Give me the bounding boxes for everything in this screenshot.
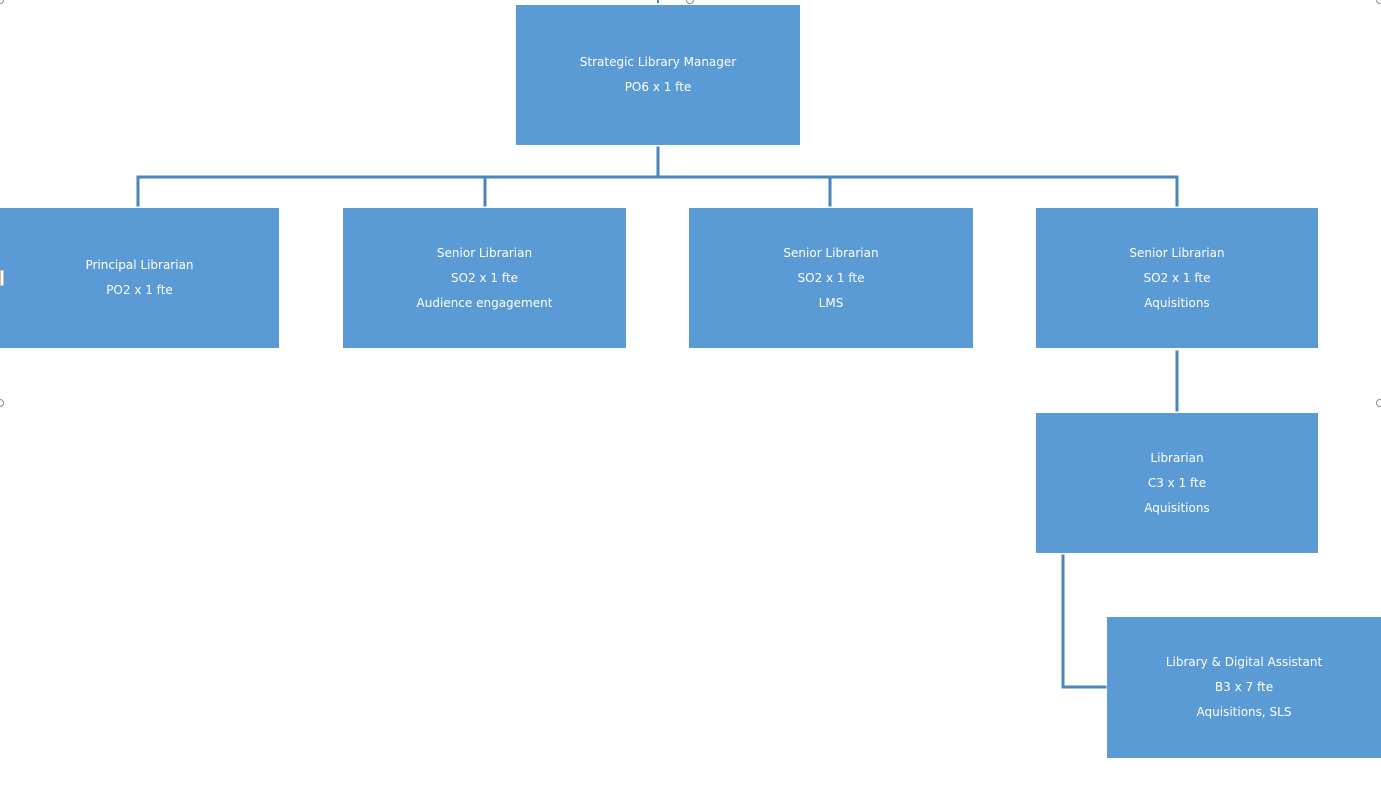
node-area: LMS	[818, 295, 844, 310]
node-principal-librarian[interactable]: Principal Librarian PO2 x 1 fte	[0, 208, 279, 348]
left-edge-marker	[0, 270, 4, 286]
connector-librarian-to-assistant	[1061, 554, 1107, 689]
node-senior-librarian-lms[interactable]: Senior Librarian SO2 x 1 fte LMS	[689, 208, 973, 348]
node-grade: SO2 x 1 fte	[1143, 270, 1211, 285]
node-area: Aquisitions	[1144, 295, 1210, 310]
node-title: Library & Digital Assistant	[1165, 655, 1323, 669]
node-grade: PO6 x 1 fte	[624, 80, 692, 94]
node-title: Senior Librarian	[436, 245, 533, 260]
node-area: Aquisitions	[1144, 500, 1210, 515]
node-library-digital-assistant[interactable]: Library & Digital Assistant B3 x 7 fte A…	[1107, 617, 1381, 758]
selection-handle-top-center[interactable]	[686, 0, 694, 4]
node-senior-librarian-audience[interactable]: Senior Librarian SO2 x 1 fte Audience en…	[343, 208, 626, 348]
node-area: Aquisitions, SLS	[1196, 705, 1292, 719]
node-senior-librarian-acquisitions[interactable]: Senior Librarian SO2 x 1 fte Aquisitions	[1036, 208, 1318, 348]
node-librarian[interactable]: Librarian C3 x 1 fte Aquisitions	[1036, 413, 1318, 553]
node-grade: C3 x 1 fte	[1147, 475, 1207, 490]
node-grade: SO2 x 1 fte	[797, 270, 865, 285]
selection-handle-middle-right[interactable]	[1376, 399, 1381, 407]
selection-handle-middle-left[interactable]	[0, 399, 4, 407]
node-title: Librarian	[1150, 450, 1204, 465]
node-strategic-library-manager[interactable]: Strategic Library Manager PO6 x 1 fte	[516, 5, 800, 145]
selection-handle-top-left[interactable]	[0, 0, 4, 4]
node-title: Senior Librarian	[1129, 245, 1225, 260]
node-area: Audience engagement	[416, 295, 553, 310]
node-title: Strategic Library Manager	[579, 55, 737, 69]
node-grade: SO2 x 1 fte	[451, 270, 518, 285]
selection-handle-top-right[interactable]	[1376, 0, 1381, 4]
node-grade: PO2 x 1 fte	[106, 283, 173, 297]
node-title: Senior Librarian	[783, 245, 879, 260]
node-grade: B3 x 7 fte	[1214, 680, 1274, 694]
node-title: Principal Librarian	[85, 258, 194, 272]
